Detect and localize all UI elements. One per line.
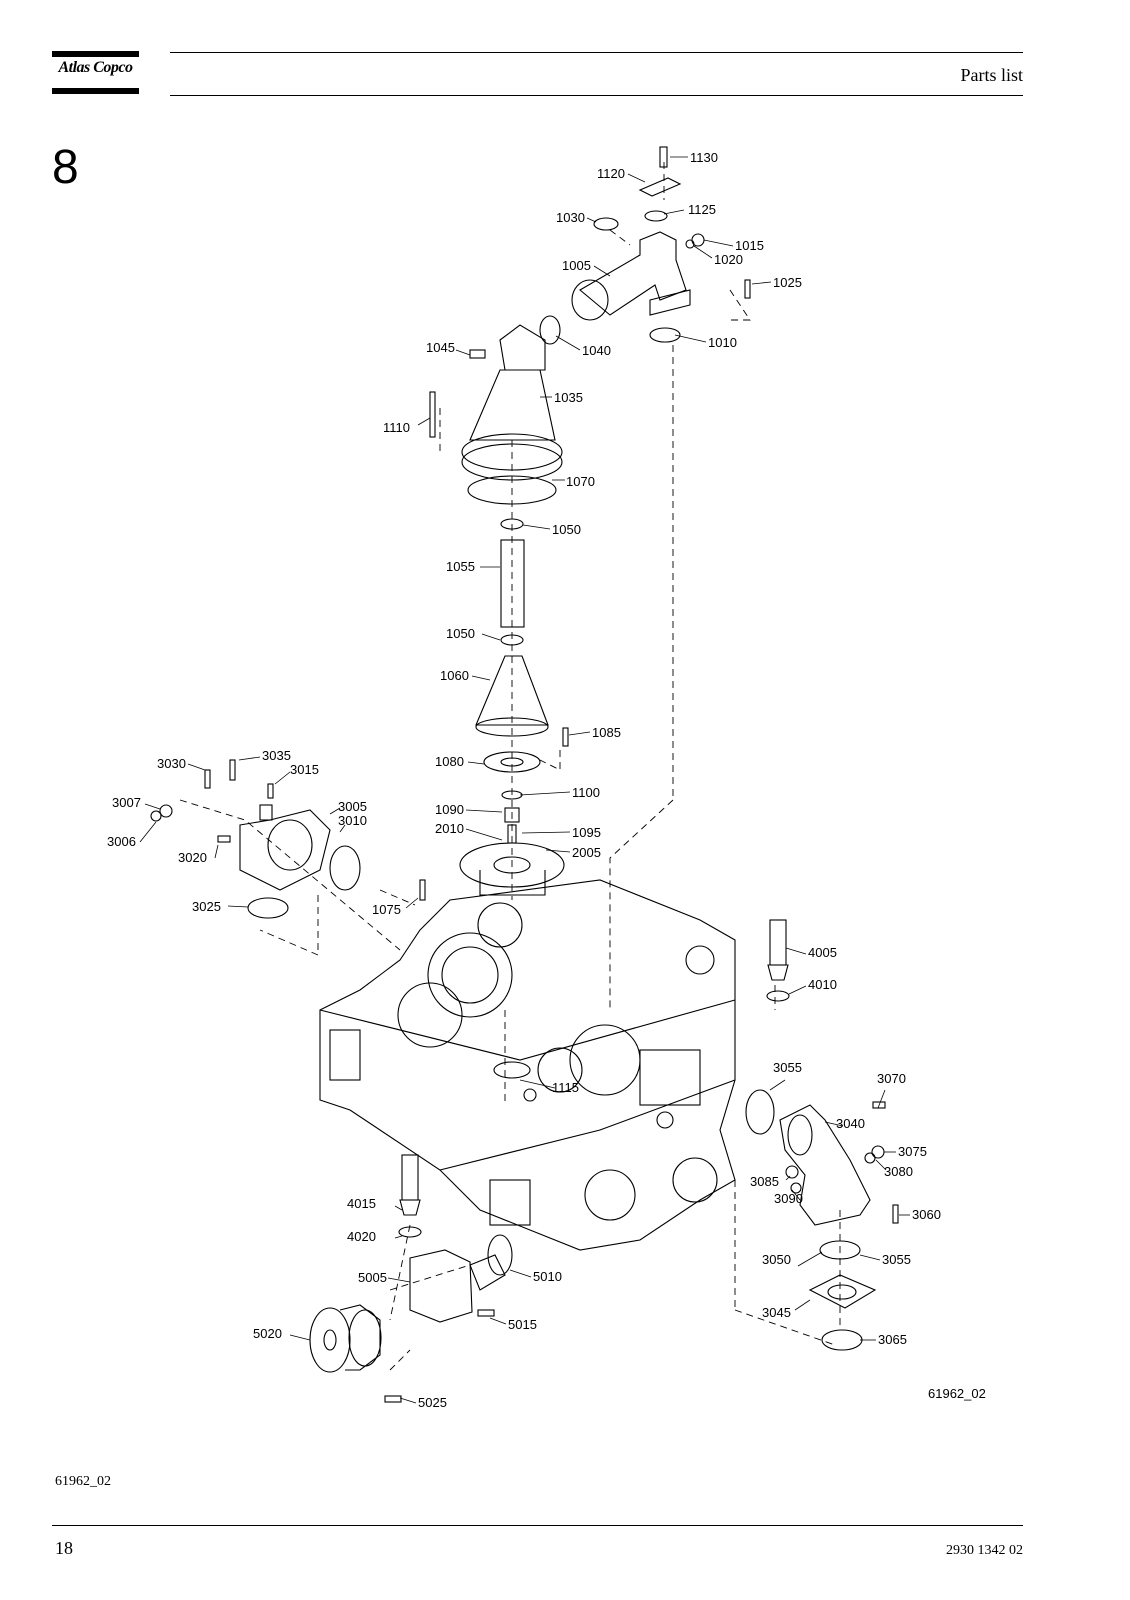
callout-label: 1005	[562, 258, 591, 273]
callout-label: 3055	[882, 1252, 911, 1267]
callout-label: 5010	[533, 1269, 562, 1284]
callout-label: 5025	[418, 1395, 447, 1410]
atlas-copco-logo: Atlas Copco	[52, 51, 139, 95]
callout-label: 1035	[554, 390, 583, 405]
callout-label: 5020	[253, 1326, 282, 1341]
callout-label: 3065	[878, 1332, 907, 1347]
callout-label: 1085	[592, 725, 621, 740]
callout-label: 3030	[157, 756, 186, 771]
callout-label: 1010	[708, 335, 737, 350]
callout-label: 1095	[572, 825, 601, 840]
callout-label: 1120	[597, 166, 625, 181]
callout-label: 1130	[690, 150, 718, 165]
callout-label: 1075	[372, 902, 401, 917]
callout-label: 1050	[552, 522, 581, 537]
callout-label: 3040	[836, 1116, 865, 1131]
callout-label: 3055	[773, 1060, 802, 1075]
callout-label: 1055	[446, 559, 475, 574]
chapter-number: 8	[52, 141, 79, 194]
callout-label: 1115	[552, 1080, 579, 1095]
callout-label: 4010	[808, 977, 837, 992]
callout-label: 3006	[107, 834, 136, 849]
callout-label: 2010	[435, 821, 464, 836]
figure-reference: 61962_02	[55, 1474, 111, 1489]
callout-label: 3010	[338, 813, 367, 828]
callout-label: 3060	[912, 1207, 941, 1222]
drawing-id: 61962_02	[928, 1386, 986, 1401]
logo-wordmark: Atlas Copco	[58, 59, 133, 76]
callout-label: 1050	[446, 626, 475, 641]
callout-label: 4005	[808, 945, 837, 960]
callout-label: 1060	[440, 668, 469, 683]
callout-label: 3050	[762, 1252, 791, 1267]
callout-label: 1110	[383, 420, 410, 435]
callout-label: 3080	[884, 1164, 913, 1179]
footer-rule	[52, 1525, 1023, 1526]
callout-label: 1090	[435, 802, 464, 817]
callout-label: 3045	[762, 1305, 791, 1320]
callout-label: 1025	[773, 275, 802, 290]
callout-labels: 1130 1120 1125 1030 1015 1020 1005 1025 …	[107, 150, 986, 1410]
callout-label: 4015	[347, 1196, 376, 1211]
logo-bar-top	[52, 51, 139, 57]
logo-bar-bottom	[52, 88, 139, 94]
header-rule-bottom	[170, 95, 1023, 96]
callout-label: 1125	[688, 202, 716, 217]
callout-label: 2005	[572, 845, 601, 860]
callout-label: 3005	[338, 799, 367, 814]
callout-label: 3007	[112, 795, 141, 810]
callout-label: 1080	[435, 754, 464, 769]
callout-label: 3085	[750, 1174, 779, 1189]
callout-label: 5005	[358, 1270, 387, 1285]
callout-label: 3015	[290, 762, 319, 777]
callout-label: 3090	[774, 1191, 803, 1206]
section-title: Parts list	[960, 65, 1023, 85]
callout-label: 3020	[178, 850, 207, 865]
callout-label: 3070	[877, 1071, 906, 1086]
document-number: 2930 1342 02	[946, 1543, 1023, 1558]
header-rule-top	[170, 52, 1023, 53]
callout-label: 3075	[898, 1144, 927, 1159]
callout-label: 1100	[572, 785, 600, 800]
callout-label: 1045	[426, 340, 455, 355]
drawing-linework	[139, 146, 910, 1404]
callout-label: 1020	[714, 252, 743, 267]
callout-label: 1070	[566, 474, 595, 489]
callout-label: 5015	[508, 1317, 537, 1332]
callout-label: 3025	[192, 899, 221, 914]
callout-label: 1015	[735, 238, 764, 253]
page-number: 18	[55, 1538, 73, 1558]
callout-label: 4020	[347, 1229, 376, 1244]
callout-label: 1040	[582, 343, 611, 358]
callout-label: 1030	[556, 210, 585, 225]
callout-label: 3035	[262, 748, 291, 763]
